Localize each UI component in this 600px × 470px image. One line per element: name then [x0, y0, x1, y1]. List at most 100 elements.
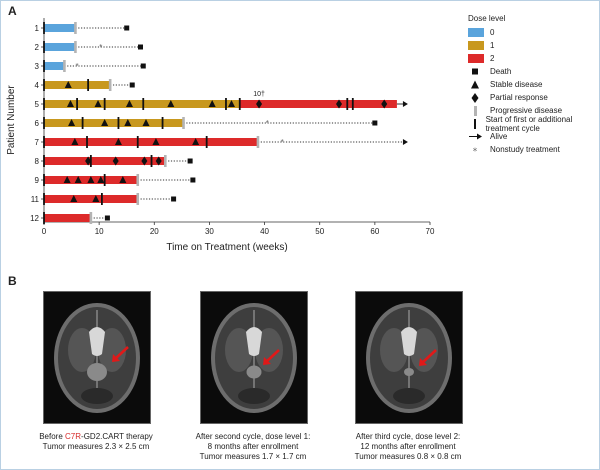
legend-item-label: Progressive disease [490, 106, 563, 115]
legend-item-label: Stable disease [490, 80, 543, 89]
panel-a-label: A [8, 4, 17, 18]
treatment-cycle-marker [117, 117, 120, 129]
asterisk-icon: * [468, 144, 490, 155]
nonstudy-treatment-marker: * [76, 62, 79, 71]
stable-disease-marker [124, 119, 132, 126]
legend-item-label: 1 [490, 41, 495, 50]
death-marker [140, 63, 146, 69]
scan-caption-1: Before C7R-GD2.CART therapy Tumor measur… [21, 432, 171, 452]
x-tick-label: 40 [260, 227, 269, 236]
treatment-cycle-marker [103, 98, 106, 110]
treatment-cycle-marker [351, 98, 354, 110]
treatment-cycle-marker [142, 98, 145, 110]
partial-response-marker [256, 99, 263, 109]
treatment-cycle-marker [136, 136, 139, 148]
stable-disease-marker [94, 100, 102, 107]
partial-response-marker [336, 99, 343, 109]
treatment-cycle-marker [43, 155, 45, 167]
treatment-cycle-marker [43, 212, 45, 224]
brain-mri-image [211, 303, 297, 413]
black-bar-icon [468, 118, 486, 129]
tumor-region [246, 365, 262, 379]
progressive-disease-marker [136, 193, 140, 205]
stable-disease-marker [167, 100, 175, 107]
death-marker [190, 177, 196, 183]
treatment-cycle-marker [238, 98, 241, 110]
x-tick-label: 10 [95, 227, 104, 236]
stable-disease-marker [152, 138, 160, 145]
dose-swatch-icon [468, 53, 490, 64]
stable-disease-marker [63, 176, 71, 183]
treatment-cycle-marker [43, 60, 45, 72]
brain-mri-image [366, 303, 452, 413]
scan-caption-1-line-1: Before C7R-GD2.CART therapy [39, 432, 153, 441]
tumor-pointer-arrow [114, 346, 129, 360]
cerebellum [81, 388, 113, 404]
legend-item-label: Nonstudy treatment [490, 145, 560, 154]
x-tick-label: 50 [315, 227, 324, 236]
nonstudy-treatment-marker: * [266, 119, 269, 128]
treatment-bar [44, 157, 166, 165]
treatment-cycle-marker [81, 117, 84, 129]
death-marker [372, 120, 378, 126]
death-marker [129, 82, 135, 88]
patient-number-label: 11 [31, 195, 40, 204]
progressive-disease-marker [108, 79, 112, 91]
treatment-bar [44, 195, 138, 203]
progressive-disease-marker [136, 174, 140, 186]
alive-arrow-marker [402, 139, 408, 145]
right-hemisphere [255, 328, 283, 372]
patient-number-label: 3 [35, 62, 40, 71]
legend-item: 1 [468, 39, 600, 52]
legend-item: 0 [468, 26, 600, 39]
patient-number-label: 1 [35, 24, 40, 33]
treatment-cycle-marker [76, 98, 78, 110]
legend-item-label: Death [490, 67, 512, 76]
progressive-disease-marker [74, 41, 77, 53]
death-square-icon [468, 66, 490, 77]
treatment-bar [44, 138, 258, 146]
alive-arrow-marker [402, 101, 408, 107]
dose-swatch-icon [468, 40, 490, 51]
treatment-cycle-marker [346, 98, 349, 110]
x-tick-label: 0 [42, 227, 47, 236]
left-hemisphere [68, 328, 96, 372]
treatment-cycle-marker [225, 98, 227, 110]
brain-mri-image [54, 303, 140, 413]
treatment-cycle-marker [43, 98, 45, 110]
partial-response-marker [112, 156, 119, 166]
progressive-disease-marker [89, 212, 93, 224]
legend-item-label: Partial response [490, 93, 548, 102]
scan-caption-3-line-3: Tumor measures 0.8 × 0.8 cm [354, 452, 462, 461]
partial-response-marker [381, 99, 388, 109]
legend-item-label: 0 [490, 28, 495, 37]
mri-scan-dose-level-1 [200, 291, 308, 424]
stable-disease-marker [114, 138, 122, 145]
legend-item-label: 2 [490, 54, 495, 63]
treatment-cycle-marker [161, 117, 164, 129]
arrow-right-icon [468, 131, 490, 142]
scan-caption-2-line-2: 8 months after enrollment [207, 442, 299, 451]
mri-scan-dose-level-2 [355, 291, 463, 424]
legend-item-label: Alive [490, 132, 508, 141]
stable-disease-marker [87, 176, 95, 183]
legend-item: * Nonstudy treatment [468, 143, 600, 156]
progressive-disease-marker [256, 136, 260, 148]
x-tick-label: 30 [205, 227, 214, 236]
treatment-bar [44, 100, 240, 108]
stable-disease-marker [208, 100, 216, 107]
progressive-disease-marker [74, 22, 77, 34]
svg-text:*: * [473, 147, 478, 154]
legend-item: Progressive disease [468, 104, 600, 117]
nonstudy-treatment-marker: * [281, 138, 284, 147]
x-tick-label: 60 [370, 227, 379, 236]
legend-item: Stable disease [468, 78, 600, 91]
death-marker [138, 44, 143, 50]
treatment-cycle-marker [101, 193, 103, 205]
arrow-head-icon [112, 354, 120, 362]
treatment-cycle-marker [43, 174, 45, 186]
partial-response-marker [155, 156, 162, 166]
death-marker [124, 25, 130, 31]
grey-bar-icon [468, 105, 490, 116]
death-marker [104, 215, 110, 221]
